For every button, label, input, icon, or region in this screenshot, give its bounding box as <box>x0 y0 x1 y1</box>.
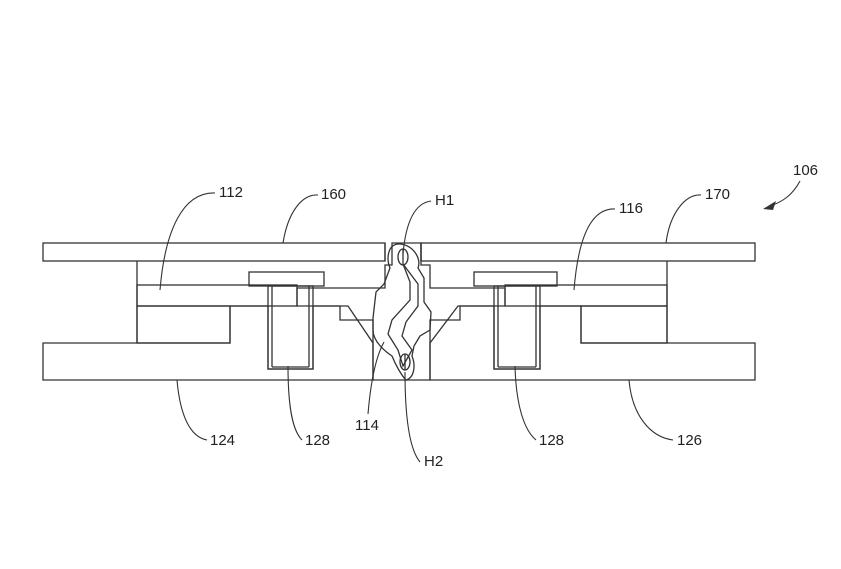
leader-124 <box>177 380 207 440</box>
stippled-plate-112 <box>137 285 297 306</box>
left-screw-cap <box>249 272 324 286</box>
label-128-left: 128 <box>305 432 330 449</box>
top-plate-170 <box>421 243 755 261</box>
label-124: 124 <box>210 432 235 449</box>
leader-126 <box>629 380 673 440</box>
leader-116 <box>574 209 615 290</box>
leader-112 <box>160 193 215 290</box>
label-116: 116 <box>619 200 643 217</box>
bottom-plate-124 <box>43 306 373 380</box>
left-screw-128 <box>268 286 313 369</box>
leader-170 <box>666 195 701 243</box>
label-106: 106 <box>793 162 818 179</box>
label-128-right: 128 <box>539 432 564 449</box>
label-112: 112 <box>219 184 243 201</box>
leader-h2 <box>405 372 420 462</box>
right-block <box>581 306 667 343</box>
label-126: 126 <box>677 432 702 449</box>
top-plate-160 <box>43 243 385 261</box>
arrowhead-106 <box>763 201 776 210</box>
leader-128-right <box>515 366 536 440</box>
leader-160 <box>283 195 318 243</box>
leader-128-left <box>288 366 302 440</box>
stippled-plate-116 <box>505 285 667 306</box>
label-160: 160 <box>321 186 346 203</box>
label-170: 170 <box>705 186 730 203</box>
leader-114 <box>368 342 384 414</box>
label-h1: H1 <box>435 192 454 209</box>
right-screw-128 <box>494 286 540 369</box>
bottom-plate-126 <box>430 306 755 380</box>
left-block <box>137 306 230 343</box>
label-h2: H2 <box>424 453 443 470</box>
right-screw-cap <box>474 272 557 286</box>
label-114: 114 <box>355 417 379 434</box>
